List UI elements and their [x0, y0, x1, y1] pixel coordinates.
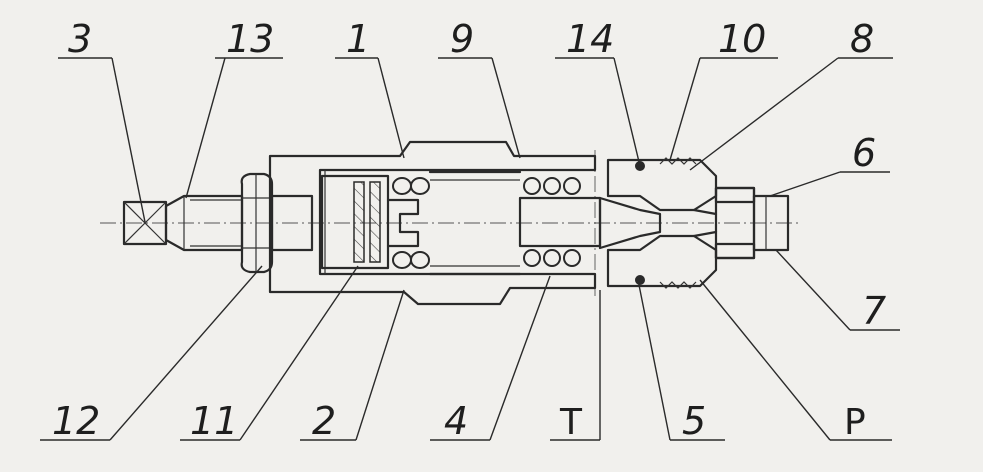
callout-2: 2	[312, 399, 336, 443]
callout-9: 9	[450, 17, 474, 61]
callout-13: 13	[226, 17, 274, 61]
callout-6: 6	[852, 131, 876, 175]
leaders-top	[58, 57, 893, 223]
plunger	[320, 174, 420, 270]
main-spring	[392, 177, 520, 269]
lock-nut	[240, 172, 274, 274]
pilot-spring	[518, 177, 602, 267]
callout-8: 8	[850, 17, 874, 61]
callout-port-p: P	[844, 402, 866, 443]
callout-11: 11	[190, 399, 238, 443]
callout-5: 5	[682, 399, 706, 443]
leaders-bottom	[40, 249, 900, 441]
seat-thread	[659, 157, 697, 289]
housing-section	[268, 140, 597, 306]
callout-3: 3	[68, 17, 92, 61]
poppet	[598, 196, 662, 250]
callout-14: 14	[566, 17, 614, 61]
callout-7: 7	[862, 289, 886, 333]
callout-port-t: T	[559, 402, 583, 443]
callout-12: 12	[52, 399, 100, 443]
callout-4: 4	[444, 399, 468, 443]
callout-10: 10	[718, 17, 766, 61]
o-ring-lower	[635, 275, 645, 285]
callout-1: 1	[346, 17, 370, 61]
